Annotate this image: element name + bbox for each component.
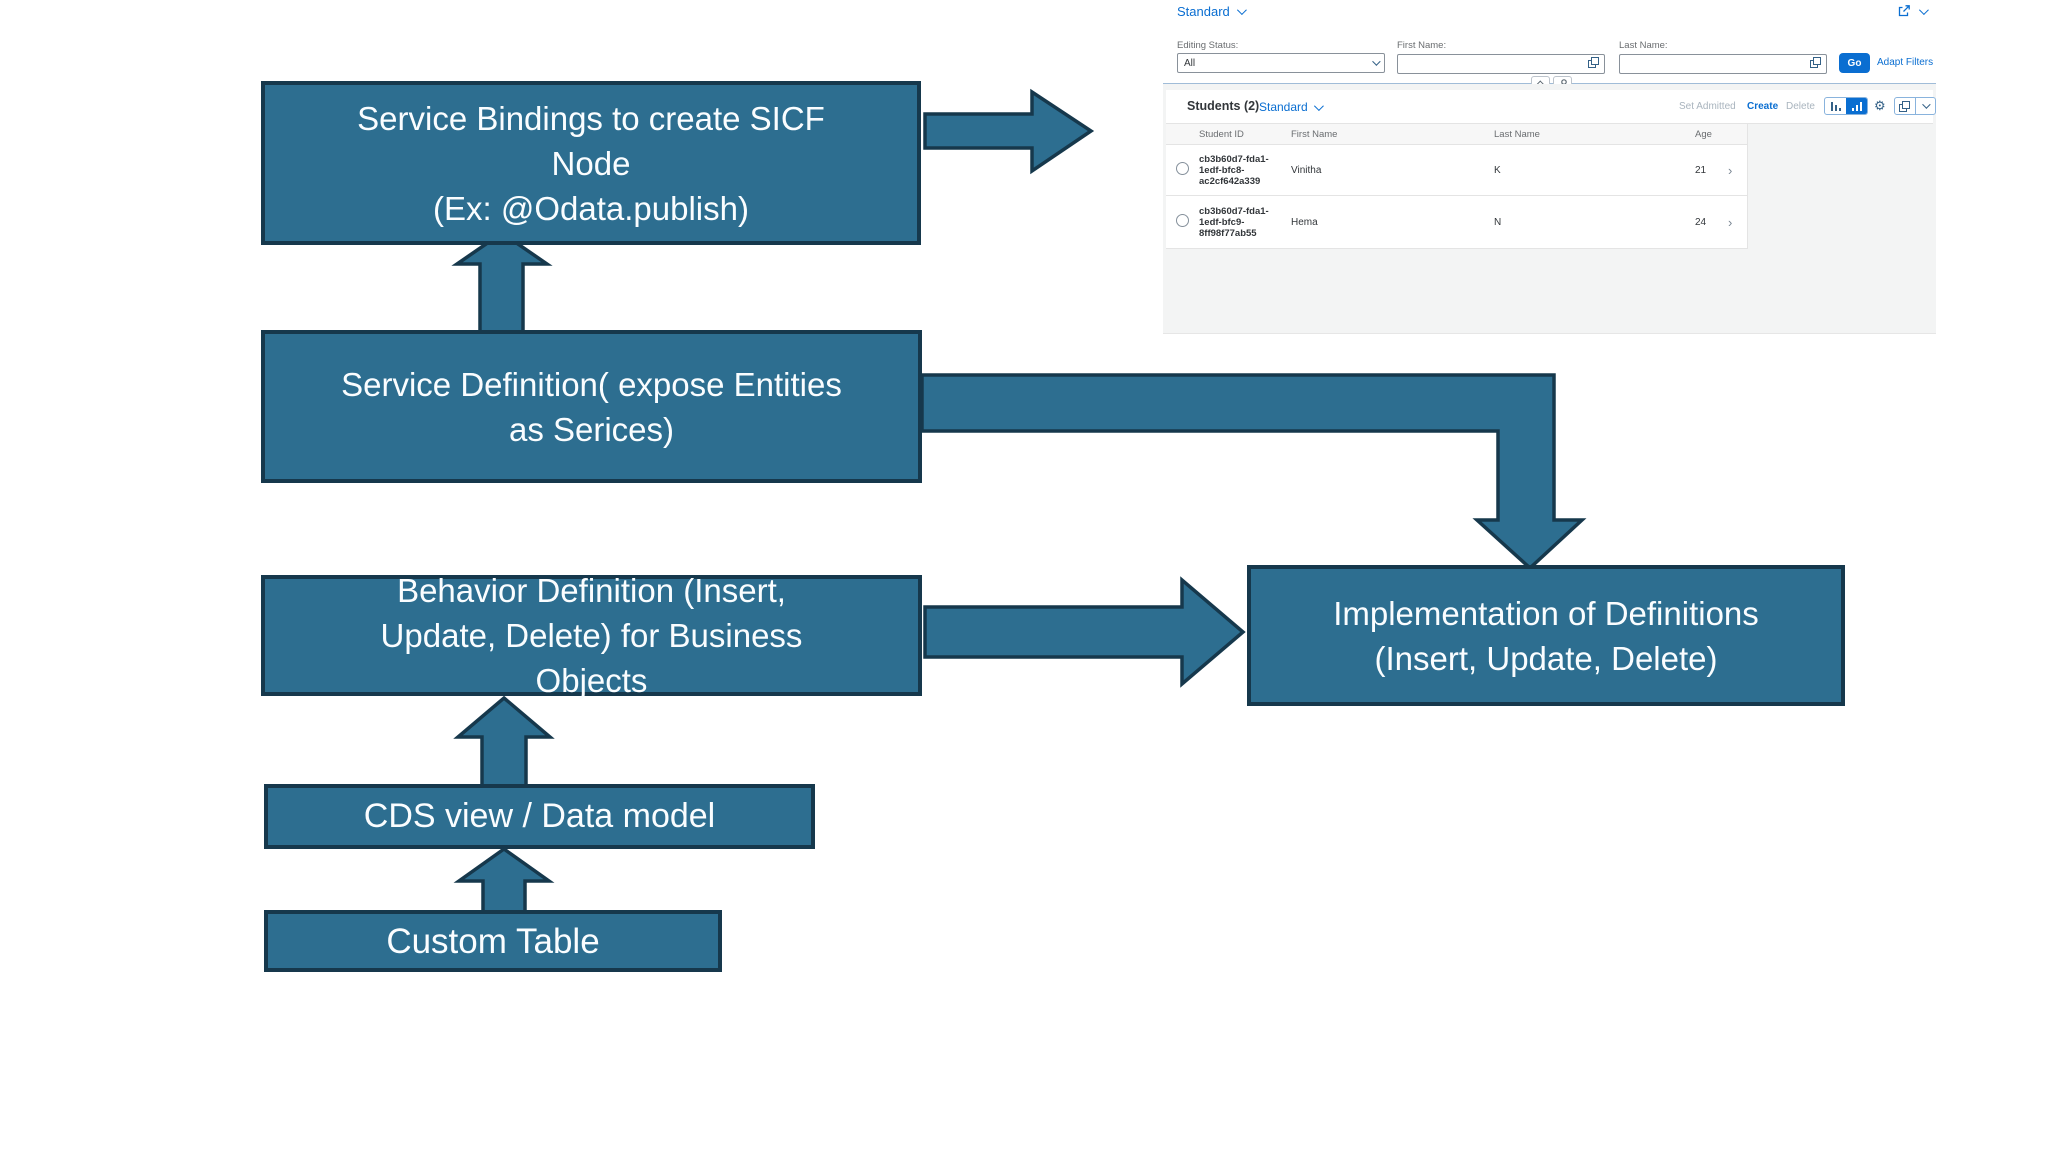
editing-status-select[interactable]: All: [1177, 53, 1385, 73]
export-button[interactable]: [1895, 98, 1915, 114]
select-chevron-icon: [1372, 57, 1381, 66]
box-cds-view: CDS view / Data model: [264, 784, 815, 849]
box-behavior-definition: Behavior Definition (Insert, Update, Del…: [261, 572, 922, 699]
students-table: Student ID First Name Last Name Age cb3b…: [1166, 123, 1748, 249]
table-view-option-2-button[interactable]: [1846, 98, 1867, 114]
table-variant-selector[interactable]: Standard: [1259, 100, 1324, 114]
row-navigation-icon[interactable]: ›: [1728, 214, 1733, 230]
arrow-cds-to-behavior: [453, 695, 555, 788]
create-button[interactable]: Create: [1747, 101, 1779, 112]
group-collapse-icon: [1830, 101, 1841, 111]
box-custom-table: Custom Table: [264, 910, 722, 972]
export-options-button[interactable]: [1914, 98, 1936, 114]
gear-icon: ⚙: [1874, 98, 1886, 113]
export-icon: [1899, 100, 1911, 112]
arrow-service-bindings-to-app: [923, 88, 1095, 175]
column-header-first-name: First Name: [1291, 128, 1338, 140]
value-help-icon[interactable]: [1588, 57, 1599, 68]
cell-last-name: N: [1494, 216, 1502, 228]
table-toolbar: Students (2) Standard Set Admitted Creat…: [1166, 90, 1936, 124]
table-variant-label: Standard: [1259, 100, 1308, 114]
fiori-app-panel: Standard Editing Status: First Name: Las…: [1163, 0, 1936, 334]
chevron-down-icon: [1236, 5, 1247, 16]
box-behavior-definition-label: Behavior Definition (Insert, Update, Del…: [380, 572, 803, 699]
box-implementation: Implementation of Definitions (Insert, U…: [1247, 565, 1845, 706]
box-service-bindings: Service Bindings to create SICF Node (Ex…: [261, 81, 921, 245]
arrow-custom-table-to-cds: [453, 846, 555, 914]
column-header-age: Age: [1695, 128, 1712, 140]
delete-button[interactable]: Delete: [1786, 101, 1815, 112]
table-settings-button[interactable]: ⚙: [1874, 98, 1886, 114]
group-expand-icon: [1851, 101, 1862, 111]
table-view-segmented-control: [1824, 97, 1868, 115]
share-icon[interactable]: [1897, 4, 1911, 18]
cell-last-name: K: [1494, 164, 1501, 176]
editing-status-value: All: [1184, 57, 1196, 69]
chevron-down-icon: [1313, 100, 1324, 111]
set-admitted-button[interactable]: Set Admitted: [1679, 101, 1736, 112]
box-service-bindings-label: Service Bindings to create SICF Node (Ex…: [357, 99, 825, 227]
arrow-behavior-to-implementation: [923, 576, 1246, 688]
box-service-definition: Service Definition( expose Entities as S…: [261, 330, 922, 483]
value-help-icon[interactable]: [1810, 57, 1821, 68]
chevron-down-icon: [1922, 100, 1931, 109]
table-row[interactable]: cb3b60d7-fda1- 1edf-bfc8- ac2cf642a339 V…: [1166, 145, 1747, 196]
arrow-service-definition-to-implementation: [920, 373, 1587, 571]
share-cluster: [1897, 4, 1929, 18]
column-header-student-id: Student ID: [1199, 128, 1244, 140]
first-name-label: First Name:: [1397, 40, 1447, 51]
table-header-row: Student ID First Name Last Name Age: [1166, 123, 1747, 145]
table-title: Students (2): [1187, 99, 1260, 113]
column-header-last-name: Last Name: [1494, 128, 1540, 140]
first-name-field-wrap: [1397, 53, 1605, 74]
arrow-service-definition-to-service-bindings: [451, 230, 553, 334]
export-menu-button: [1894, 97, 1936, 115]
first-name-input[interactable]: [1397, 53, 1605, 74]
page-variant-title: Standard: [1177, 4, 1230, 19]
cell-student-id: cb3b60d7-fda1- 1edf-bfc9- 8ff98f77ab55: [1199, 205, 1269, 239]
editing-status-label: Editing Status:: [1177, 40, 1239, 51]
share-menu-chevron-icon[interactable]: [1918, 4, 1929, 15]
row-select-radio[interactable]: [1176, 214, 1189, 227]
page-variant-selector[interactable]: Standard: [1177, 4, 1247, 19]
cell-first-name: Vinitha: [1291, 164, 1322, 176]
cell-age: 21: [1695, 164, 1707, 176]
cell-age: 24: [1695, 216, 1707, 228]
adapt-filters-link[interactable]: Adapt Filters: [1877, 57, 1934, 68]
last-name-field-wrap: [1619, 53, 1827, 74]
row-navigation-icon[interactable]: ›: [1728, 162, 1733, 178]
box-implementation-label: Implementation of Definitions (Insert, U…: [1333, 594, 1759, 677]
table-view-option-1-button[interactable]: [1825, 98, 1846, 114]
go-button[interactable]: Go: [1839, 53, 1870, 73]
box-cds-view-label: CDS view / Data model: [363, 797, 716, 835]
table-row[interactable]: cb3b60d7-fda1- 1edf-bfc9- 8ff98f77ab55 H…: [1166, 196, 1747, 249]
box-custom-table-label: Custom Table: [386, 921, 600, 961]
last-name-input[interactable]: [1619, 53, 1827, 74]
last-name-label: Last Name:: [1619, 40, 1668, 51]
cell-first-name: Hema: [1291, 216, 1318, 228]
cell-student-id: cb3b60d7-fda1- 1edf-bfc8- ac2cf642a339: [1199, 153, 1269, 187]
box-service-definition-label: Service Definition( expose Entities as S…: [341, 365, 842, 448]
row-select-radio[interactable]: [1176, 162, 1189, 175]
